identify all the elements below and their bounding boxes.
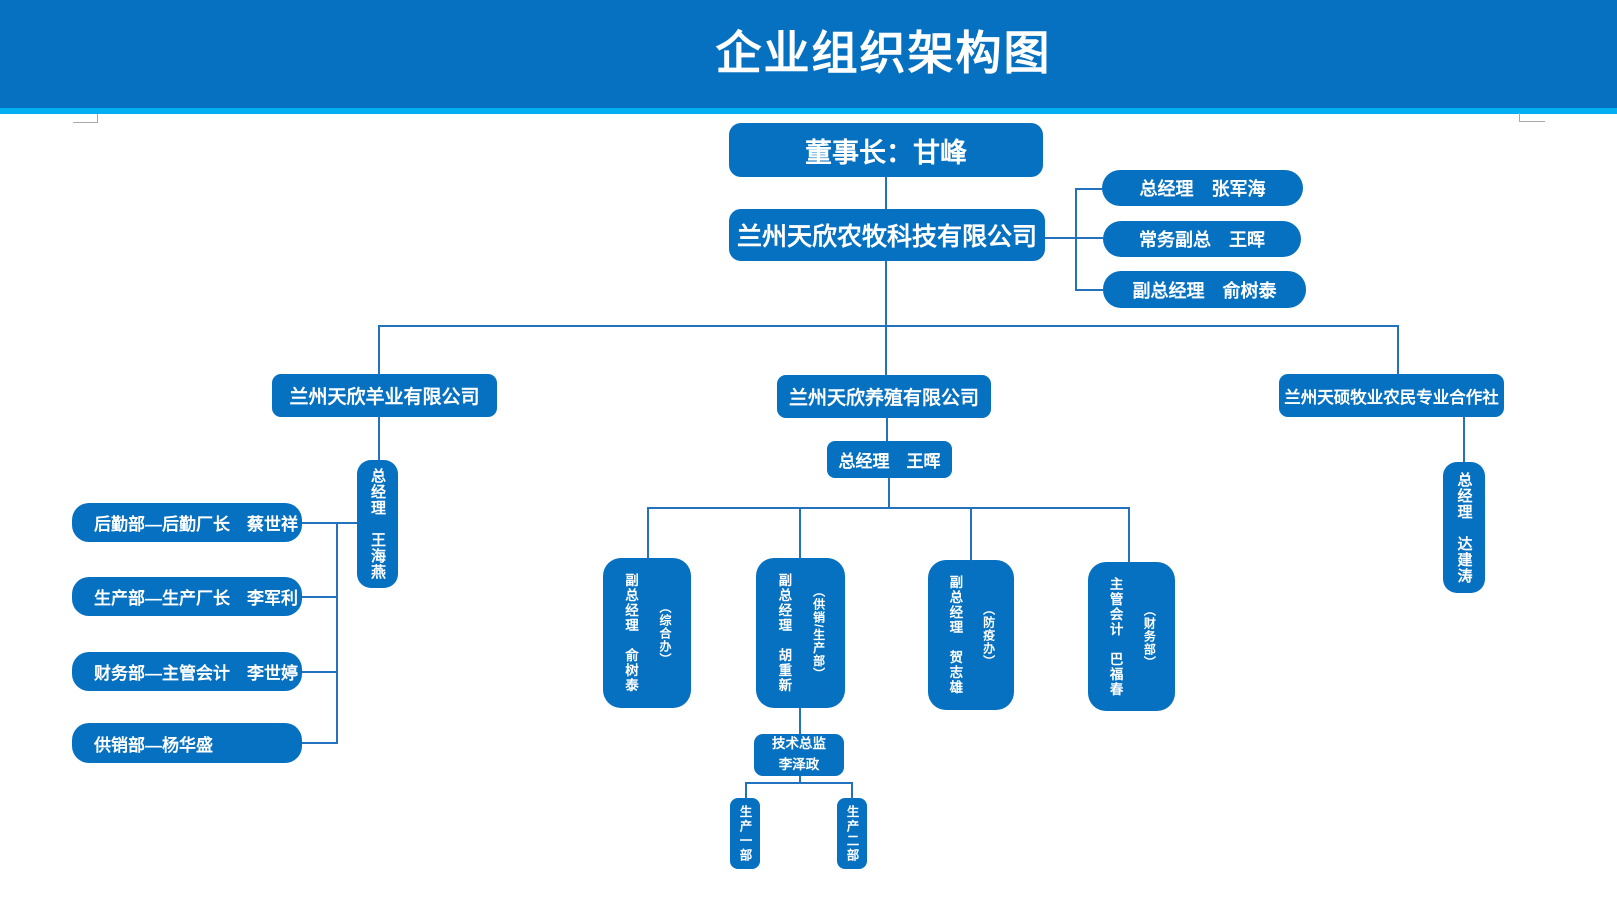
header-bar: 企业组织架构图	[0, 0, 1617, 108]
page-title: 企业组织架构图	[715, 27, 1052, 79]
node-subsidiary-breeding: 兰州天欣养殖有限公司	[777, 375, 991, 418]
deputy-role: 副总经理 俞树泰	[623, 573, 638, 693]
connector-line	[336, 522, 338, 744]
node-chairman: 董事长：甘峰	[729, 123, 1043, 177]
node-deputy-hezhixiong: 副总经理 贺志雄 （防疫办）	[928, 560, 1014, 710]
deputy-role: 副总经理 贺志雄	[947, 575, 963, 695]
node-manager-wanghaiyan: 总经理 王海燕	[357, 460, 398, 588]
tech-director-name: 李泽政	[778, 757, 820, 772]
connector-line	[1075, 289, 1104, 291]
node-parent-company: 兰州天欣农牧科技有限公司	[729, 209, 1045, 261]
connector-line	[745, 782, 852, 784]
connector-line	[302, 596, 337, 598]
node-subsidiary-coop: 兰州天硕牧业农民专业合作社	[1279, 374, 1504, 417]
node-dept-logistics: 后勤部—后勤厂长 蔡世祥	[72, 503, 302, 542]
connector-line	[302, 742, 337, 744]
connector-line	[886, 418, 888, 441]
connector-line	[799, 507, 801, 559]
deputy-role: 副总经理 胡重新	[776, 573, 792, 693]
connector-line	[888, 478, 890, 507]
node-deputy-huzhongxin: 副总经理 胡重新 （供销/生产部）	[756, 558, 845, 708]
deputy-dept: （供销/生产部）	[811, 585, 826, 681]
connector-line	[1128, 507, 1130, 563]
connector-line	[378, 325, 1399, 327]
deputy-dept: （财务部）	[1142, 604, 1157, 669]
connector-line	[647, 507, 1129, 509]
connector-line	[885, 177, 887, 209]
node-dept-supply: 供销部—杨华盛	[72, 723, 302, 763]
tech-director-title: 技术总监	[772, 736, 826, 752]
connector-line	[1045, 237, 1103, 239]
node-production-unit-2: 生产二部	[837, 798, 867, 869]
deputy-dept: （防疫办）	[981, 602, 996, 668]
connector-line	[647, 507, 649, 559]
connector-line	[799, 776, 801, 783]
connector-line	[1397, 325, 1399, 375]
connector-line	[378, 325, 380, 375]
node-executive-gm: 总经理 张军海	[1102, 170, 1303, 206]
node-executive-evp: 常务副总 王晖	[1103, 221, 1301, 257]
node-dept-production: 生产部—生产厂长 李军利	[72, 577, 302, 616]
connector-line	[799, 708, 801, 735]
connector-line	[885, 325, 887, 376]
node-production-unit-1: 生产一部	[730, 798, 760, 869]
deputy-dept: （综合办）	[658, 600, 672, 666]
connector-line	[1463, 417, 1465, 462]
node-executive-dgm: 副总经理 俞树泰	[1103, 271, 1306, 308]
connector-line	[378, 417, 380, 460]
placeholder-corner-mark-left	[73, 114, 98, 123]
connector-line	[302, 671, 337, 673]
connector-line	[1075, 188, 1103, 190]
connector-line	[851, 782, 853, 799]
node-manager-dajiantao: 总经理 达建涛	[1443, 462, 1485, 593]
node-subsidiary-sheep: 兰州天欣羊业有限公司	[272, 374, 497, 417]
node-tech-director: 技术总监 李泽政	[754, 734, 844, 776]
node-deputy-yushutai: 副总经理 俞树泰 （综合办）	[603, 558, 691, 708]
node-dept-finance: 财务部—主管会计 李世婷	[72, 652, 302, 691]
connector-line	[745, 782, 747, 799]
deputy-role: 主管会计 巴福春	[1107, 576, 1123, 697]
connector-line	[302, 522, 357, 524]
connector-line	[970, 507, 972, 561]
node-manager-wanghui: 总经理 王晖	[827, 441, 952, 478]
placeholder-corner-mark-right	[1519, 113, 1545, 122]
header-accent-strip	[0, 108, 1617, 114]
connector-line	[1075, 188, 1077, 290]
node-deputy-bafuchun: 主管会计 巴福春 （财务部）	[1088, 562, 1175, 711]
connector-line	[885, 261, 887, 325]
